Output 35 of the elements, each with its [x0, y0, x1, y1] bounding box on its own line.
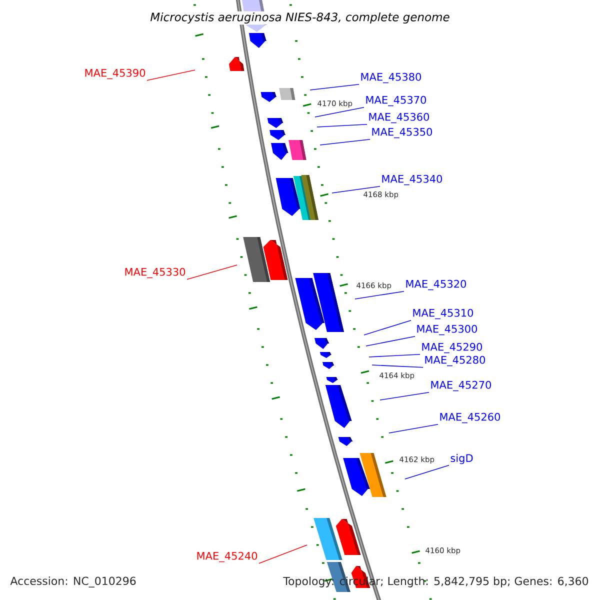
leader-line — [186, 264, 238, 280]
leader-line — [364, 320, 412, 336]
gene-label: MAE_45310 — [413, 308, 474, 320]
gene-label: MAE_45370 — [366, 96, 426, 106]
leader-line — [320, 138, 370, 146]
gene-label: MAE_45300 — [417, 324, 478, 336]
gene-label: MAE_45260 — [440, 412, 500, 424]
gene-label: MAE_45350 — [372, 128, 432, 138]
gene-label: MAE_45320 — [406, 280, 466, 290]
gene-label: MAE_45340 — [382, 174, 442, 186]
footer-text: Accession: NC_010296 — [10, 576, 136, 588]
leader-line — [258, 544, 308, 564]
leader-line — [332, 186, 380, 194]
gene-label: sigD — [450, 454, 473, 464]
gene-label: MAE_45280 — [425, 356, 486, 366]
title: Microcystis aeruginosa NIES-843, complete genome — [149, 11, 451, 25]
leader-line — [388, 424, 438, 434]
gene-label: MAE_45380 — [361, 72, 422, 84]
gene-label: MAE_45360 — [369, 112, 430, 124]
leader-line — [354, 290, 404, 300]
gene-label: MAE_45240 — [197, 552, 258, 562]
leader-line — [368, 354, 420, 358]
gene-label: MAE_45290 — [422, 342, 482, 354]
gene-label: MAE_45270 — [431, 380, 492, 392]
leader-line — [314, 106, 364, 118]
leader-line — [380, 392, 430, 400]
leader-line — [316, 124, 368, 128]
footer-text: Topology: circular; Length: 5,842,795 bp; Genes: 6,360 — [283, 576, 588, 588]
leader-line — [366, 336, 416, 346]
leader-line — [404, 464, 450, 480]
gene-label: MAE_45390 — [85, 68, 146, 80]
leader-line — [146, 70, 196, 81]
leader-line — [372, 364, 424, 368]
leader-line — [310, 84, 360, 90]
gene-label: MAE_45330 — [125, 268, 186, 278]
